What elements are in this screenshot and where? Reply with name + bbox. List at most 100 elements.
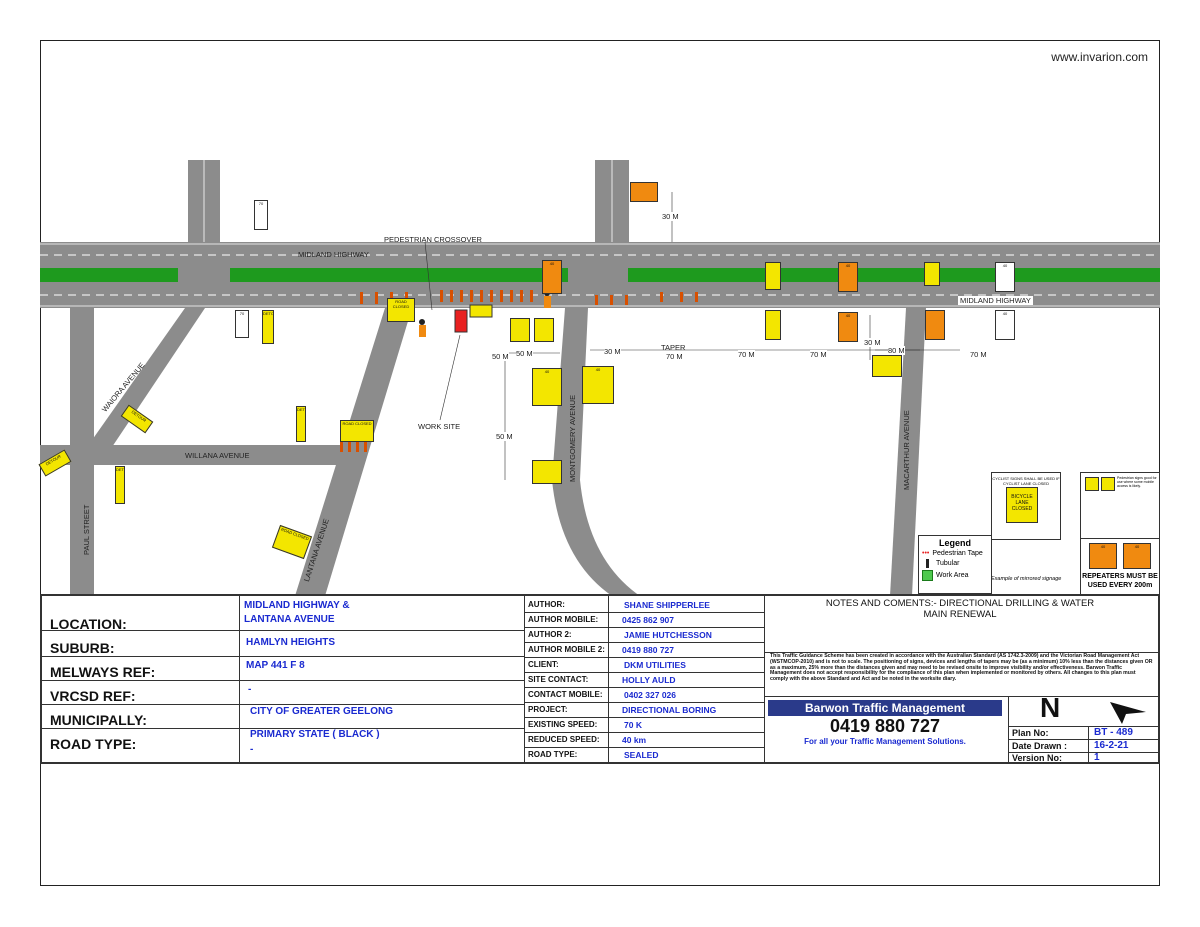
warning-sign xyxy=(534,318,554,342)
warning-sign xyxy=(630,182,658,202)
road-type-value: PRIMARY STATE ( BLACK ) xyxy=(250,729,380,740)
speed-warning-sign: 40 xyxy=(838,312,858,342)
distance-label: 30 M xyxy=(604,347,621,356)
legend-title: Legend xyxy=(938,538,971,548)
municipality-value: CITY OF GREATER GEELONG xyxy=(250,706,393,717)
willana-avenue-road xyxy=(40,445,340,465)
north-arrow-icon xyxy=(1110,702,1146,724)
pedestrian-crossover-label: PEDESTRIAN CROSSOVER xyxy=(384,235,482,244)
field-value: JAMIE HUTCHESSON xyxy=(624,630,712,640)
field-value: 70 K xyxy=(624,720,642,730)
pedestrian-inset: Pedestrian signs good for use where some… xyxy=(1080,472,1160,540)
vrcsd-value: - xyxy=(248,684,252,695)
lane-sign xyxy=(765,310,781,340)
work-site-label: WORK SITE xyxy=(418,422,461,431)
field-label: ROAD TYPE: xyxy=(528,750,578,759)
distance-label: 70 M xyxy=(970,350,987,359)
legend-item: Tubular xyxy=(922,559,988,568)
speed-sign: 70 xyxy=(235,310,249,338)
macarthur-avenue-label: MACARTHUR AVENUE xyxy=(902,410,911,490)
field-value: 40 km xyxy=(622,735,647,745)
reduce-speed-sign: 40 xyxy=(532,368,562,406)
midland-highway-label-right: MIDLAND HIGHWAY xyxy=(958,296,1033,305)
field-label: AUTHOR 2: xyxy=(528,630,572,639)
repeaters-panel: 40 40 REPEATERS MUST BE USED EVERY 200m xyxy=(1080,538,1160,596)
suburb-label: SUBURB: xyxy=(50,640,115,656)
road-type-value: - xyxy=(250,744,254,755)
field-value: SHANE SHIPPERLEE xyxy=(624,600,710,610)
work-area-red xyxy=(454,309,468,333)
distance-label: 50 M xyxy=(496,432,513,441)
date-value: 16-2-21 xyxy=(1094,740,1129,751)
company-name: Barwon Traffic Management xyxy=(768,700,1002,716)
field-label: AUTHOR MOBILE: xyxy=(528,615,599,624)
distance-label: 70 M xyxy=(738,350,755,359)
vrcsd-label: VRCSD REF: xyxy=(50,688,136,704)
field-label: CONTACT MOBILE: xyxy=(528,690,603,699)
speed-sign: 40 xyxy=(995,310,1015,340)
montgomery-avenue-label: MONTGOMERY AVENUE xyxy=(568,394,577,482)
speed-sign: 70 xyxy=(254,200,268,230)
prepare-stop-sign: 40 xyxy=(542,260,562,294)
midland-highway-label: MIDLAND HIGHWAY xyxy=(298,250,369,259)
field-value: DIRECTIONAL BORING xyxy=(622,705,717,715)
road-type-label: ROAD TYPE: xyxy=(50,736,137,752)
legend-item: Work Area xyxy=(922,570,988,581)
distance-label: 30 M xyxy=(864,338,881,347)
website-label: www.invarion.com xyxy=(1051,50,1148,64)
road-network xyxy=(40,160,1160,596)
mirrored-signage-example: Example of mirrored signage xyxy=(991,576,1062,582)
warning-sign xyxy=(924,262,940,286)
plan-label: Plan No: xyxy=(1012,728,1049,738)
pedestrian-sign xyxy=(1101,477,1115,491)
municipality-label: MUNICIPALLY: xyxy=(50,712,147,728)
warning-sign xyxy=(872,355,902,377)
location-value: MIDLAND HIGHWAY & xyxy=(244,600,350,611)
field-value: 0425 862 907 xyxy=(622,615,674,625)
field-label: REDUCED SPEED: xyxy=(528,735,600,744)
detour-sign: DETOUR xyxy=(296,406,306,442)
warning-sign xyxy=(532,460,562,484)
distance-label: 80 M xyxy=(888,346,905,355)
work-area-icon xyxy=(922,570,933,581)
bicycle-lane-closed-sign: BICYCLE LANE CLOSED xyxy=(1006,487,1038,523)
cyclist-inset: CYCLIST SIGNS SHALL BE USED IF CYCLIST L… xyxy=(991,472,1061,540)
traffic-map: MIDLAND HIGHWAY MIDLAND HIGHWAY WAIORA A… xyxy=(38,160,1160,596)
speed-warning-sign: 40 xyxy=(1089,543,1117,569)
distance-label: 30 M xyxy=(662,212,679,221)
traffic-cones xyxy=(360,290,698,305)
disclaimer-text: This Traffic Guidance Scheme has been cr… xyxy=(770,653,1153,683)
field-value: 0402 327 026 xyxy=(624,690,676,700)
field-value: SEALED xyxy=(624,750,659,760)
macarthur-avenue-road xyxy=(890,308,926,596)
montgomery-avenue-road xyxy=(552,308,640,596)
plan-value: BT - 489 xyxy=(1094,727,1133,738)
melways-value: MAP 441 F 8 xyxy=(246,660,305,671)
waiora-avenue-road xyxy=(85,308,205,450)
willana-avenue-label: WILLANA AVENUE xyxy=(185,451,250,460)
road-closed-sign: ROAD CLOSED xyxy=(387,298,415,322)
lane-sign xyxy=(765,262,781,290)
paul-street-label: PAUL STREET xyxy=(82,504,91,555)
field-label: CLIENT: xyxy=(528,660,559,669)
version-label: Version No: xyxy=(1012,753,1063,763)
speed-sign: 40 xyxy=(995,262,1015,292)
field-label: AUTHOR MOBILE 2: xyxy=(528,645,605,654)
detour-sign: DETOUR xyxy=(262,310,274,344)
version-value: 1 xyxy=(1094,752,1100,763)
distance-label: 70 M xyxy=(666,352,683,361)
legend: Legend •••Pedestrian Tape Tubular Work A… xyxy=(918,535,992,594)
notes-title: NOTES AND COMENTS:- DIRECTIONAL DRILLING… xyxy=(825,598,1095,620)
tubular-icon xyxy=(926,559,929,568)
field-value: DKM UTILITIES xyxy=(624,660,686,670)
pedestrian-tape-icon: ••• xyxy=(922,550,930,557)
warning-sign xyxy=(510,318,530,342)
road-closed-sign: ROAD CLOSED xyxy=(340,420,374,442)
pedestrian-sign xyxy=(1085,477,1099,491)
reduce-speed-sign: 40 xyxy=(582,366,614,404)
field-label: SITE CONTACT: xyxy=(528,675,589,684)
taper-label: TAPER xyxy=(661,343,686,352)
detour-sign: DETOUR xyxy=(115,466,125,504)
north-label: N xyxy=(1040,692,1061,723)
distance-label: 50 M xyxy=(492,352,509,361)
